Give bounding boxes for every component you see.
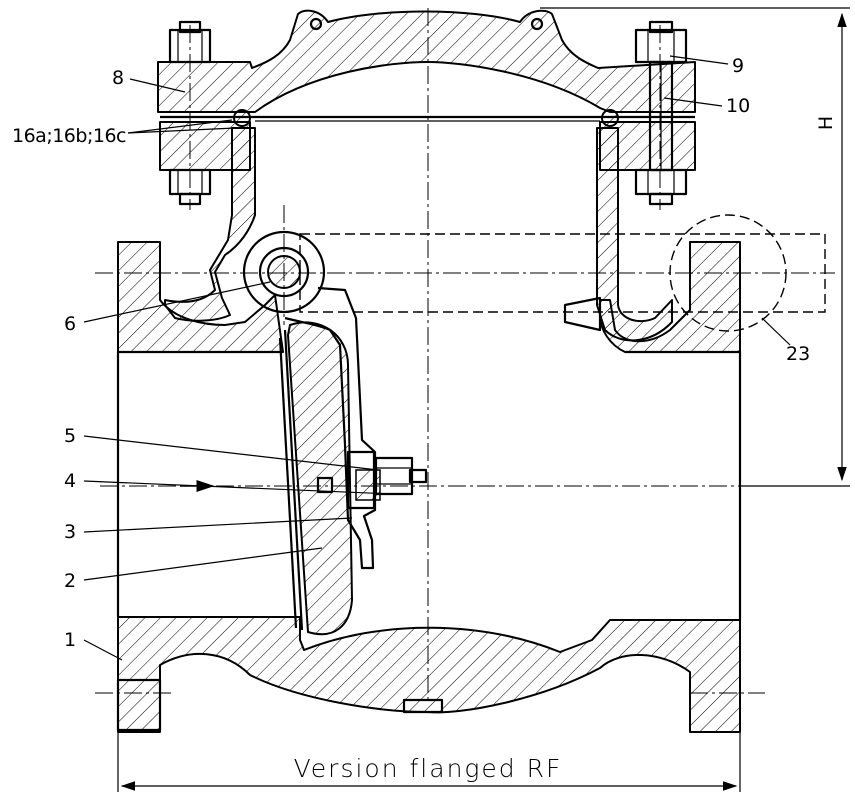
bottom-boss xyxy=(402,698,444,714)
open-position-arm xyxy=(299,233,826,313)
lifting-eye-right xyxy=(530,17,544,31)
seal-ring-right xyxy=(601,109,619,127)
dimension-h-label: H xyxy=(815,116,837,130)
width-dimension: Version flanged RF xyxy=(117,732,741,792)
seal-ring-left xyxy=(233,109,251,127)
body-seat-face xyxy=(278,337,298,629)
valve-cover xyxy=(157,9,696,113)
left-flange-top xyxy=(117,241,284,353)
part-label-3: 3 xyxy=(64,521,76,543)
disc-nut-assembly xyxy=(316,450,428,510)
body-right-wall xyxy=(596,127,673,342)
left-flange-stub xyxy=(116,678,162,732)
part-label-2: 2 xyxy=(64,570,76,592)
part-label-6: 6 xyxy=(64,313,76,335)
part-label-1: 1 xyxy=(64,629,76,651)
hinge-boss xyxy=(242,230,326,314)
bolt-right xyxy=(634,20,688,206)
body-bottom-wall xyxy=(117,616,741,733)
hinge-bushing xyxy=(258,246,310,298)
height-dimension: H xyxy=(540,7,850,487)
part-label-8: 8 xyxy=(112,67,124,89)
hinge-pin xyxy=(267,255,301,289)
bolt-left xyxy=(168,20,212,206)
body-flange-right xyxy=(599,121,696,171)
part-label-23: 23 xyxy=(786,343,810,365)
part-label-10: 10 xyxy=(726,95,750,117)
part-label-5: 5 xyxy=(64,425,76,447)
stop-lug xyxy=(563,296,602,332)
part-callouts: 8 16a;16b;16c 9 10 23 6 5 4 3 2 1 xyxy=(12,55,810,661)
part-label-16: 16a;16b;16c xyxy=(12,125,126,147)
part-label-4: 4 xyxy=(64,470,76,492)
disc-seat-face xyxy=(283,329,304,631)
lifting-eye-left xyxy=(309,17,323,31)
part-label-9: 9 xyxy=(732,55,744,77)
drawing-caption: Version flanged RF xyxy=(294,754,563,783)
open-position-disc xyxy=(669,214,787,332)
